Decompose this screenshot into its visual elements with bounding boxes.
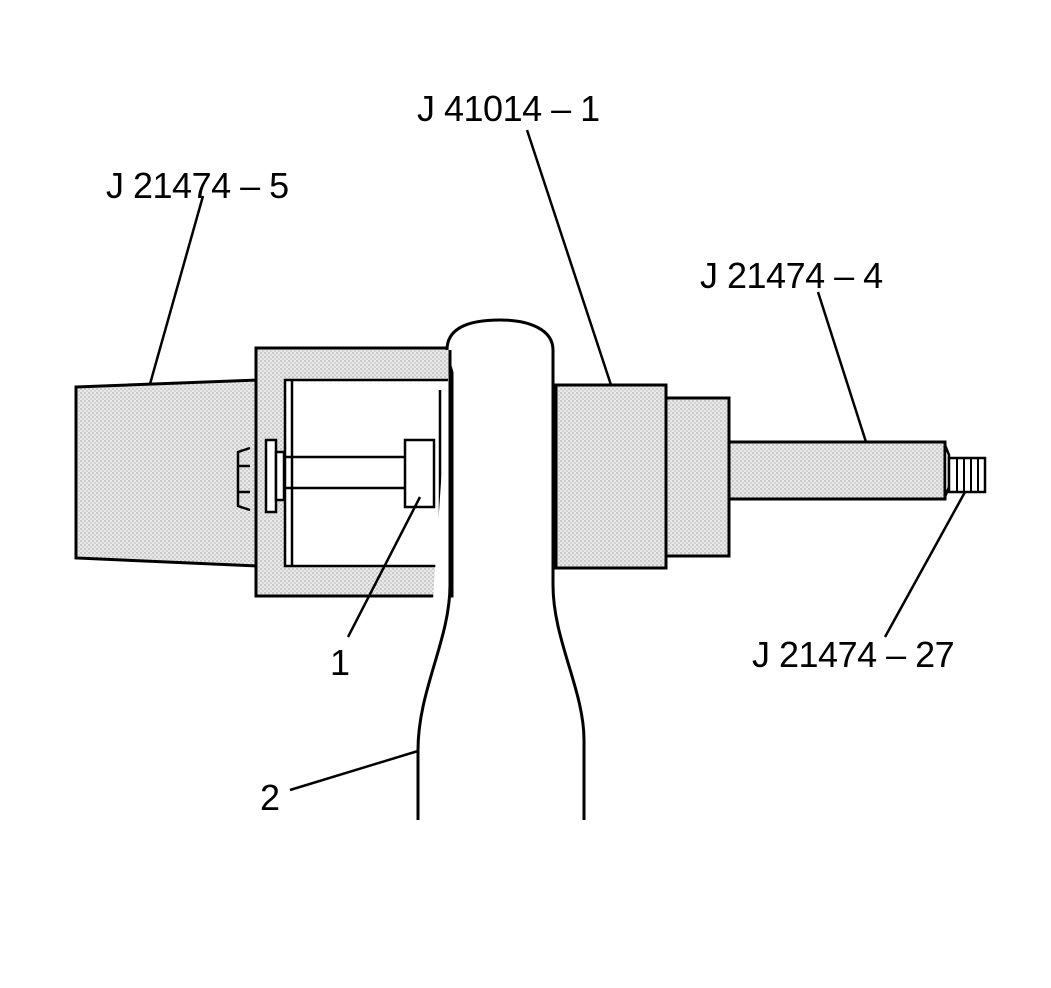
forcing-nut — [664, 396, 731, 558]
threaded-rod-j21474-27 — [947, 456, 987, 494]
callout-j21474-5: J 21474 – 5 — [106, 165, 289, 206]
callout-j41014-1: J 41014 – 1 — [417, 88, 600, 129]
control-arm — [416, 318, 586, 820]
receiver-j21474-5 — [74, 378, 260, 568]
callout-item-1: 1 — [330, 642, 350, 683]
screw-sleeve-j21474-4 — [727, 440, 947, 501]
cup-mechanism — [236, 380, 442, 566]
thread-marks — [956, 458, 979, 492]
adapter-j41014-1 — [554, 383, 668, 570]
callout-j21474-4: J 21474 – 4 — [700, 255, 883, 296]
leader-lines — [148, 129, 967, 792]
callout-item-2: 2 — [260, 777, 280, 818]
callout-j21474-27: J 21474 – 27 — [752, 634, 955, 675]
